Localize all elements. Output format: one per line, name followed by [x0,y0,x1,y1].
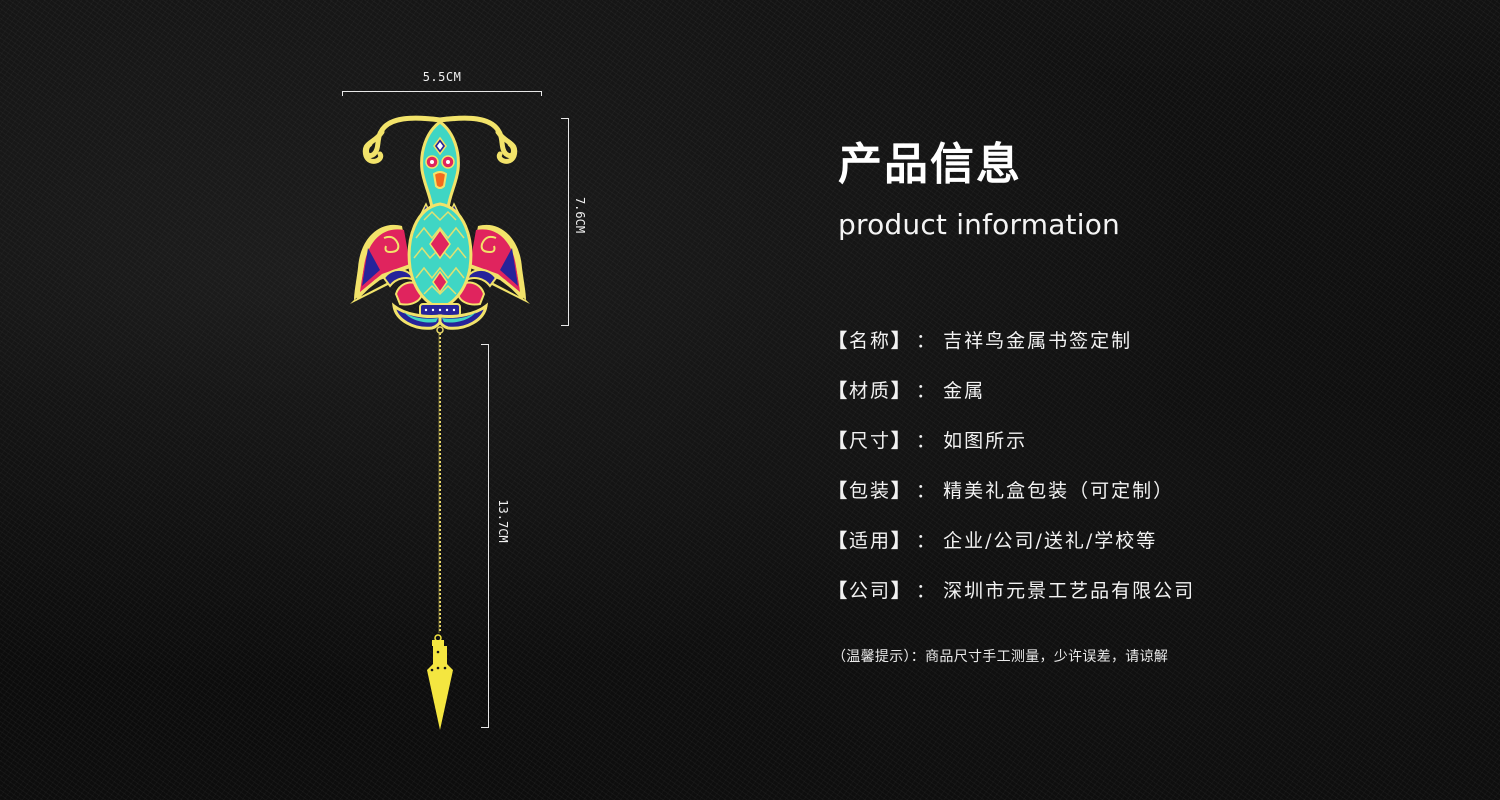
measurement-note: （温馨提示）：商品尺寸手工测量，少许误差，请谅解 [832,649,1169,665]
open-bracket: 【 [828,429,850,452]
close-bracket: 】 [891,579,913,602]
pendant-height-dimension-line [561,118,569,326]
chain-length-dimension-line [481,344,489,728]
info-separator: ： [916,579,938,602]
info-key: 名称 [849,329,892,352]
info-separator: ： [916,429,938,452]
info-value: 深圳市元景工艺品有限公司 [943,579,1196,602]
width-dimension-line [342,91,542,96]
pendant-height-dimension-label: 7.6CM [573,196,587,234]
open-bracket: 【 [828,579,850,602]
product-info-list: 【名称】：吉祥鸟金属书签定制 【材质】：金属 【尺寸】：如图所示 【包装】：精美… [828,314,1195,614]
info-value: 吉祥鸟金属书签定制 [943,329,1133,352]
page-title: 产品信息 [838,139,1022,190]
info-separator: ： [916,379,938,402]
open-bracket: 【 [828,479,850,502]
close-bracket: 】 [891,529,913,552]
close-bracket: 】 [891,429,913,452]
info-row-company: 【公司】：深圳市元景工艺品有限公司 [828,564,1195,614]
info-key: 公司 [849,579,892,602]
info-value: 金属 [943,379,986,402]
info-key: 尺寸 [849,429,892,452]
page-subtitle: product information [838,208,1120,241]
info-row-material: 【材质】：金属 [828,364,1195,414]
info-key: 材质 [849,379,892,402]
info-separator: ： [916,479,938,502]
info-separator: ： [916,329,938,352]
info-value: 企业/公司/送礼/学校等 [943,529,1158,552]
info-separator: ： [916,529,938,552]
open-bracket: 【 [828,329,850,352]
info-row-usage: 【适用】：企业/公司/送礼/学校等 [828,514,1195,564]
close-bracket: 】 [891,379,913,402]
info-row-size: 【尺寸】：如图所示 [828,414,1195,464]
info-key: 适用 [849,529,892,552]
close-bracket: 】 [891,329,913,352]
close-bracket: 】 [891,479,913,502]
open-bracket: 【 [828,379,850,402]
info-key: 包装 [849,479,892,502]
product-image-area: 5.5CM 7.6CM 13.7CM [0,0,700,800]
width-dimension-label: 5.5CM [422,70,462,84]
info-row-packaging: 【包装】：精美礼盒包装（可定制） [828,464,1195,514]
info-value: 精美礼盒包装（可定制） [943,479,1175,502]
bird-bookmark-icon [350,115,530,730]
info-row-name: 【名称】：吉祥鸟金属书签定制 [828,314,1195,364]
open-bracket: 【 [828,529,850,552]
info-value: 如图所示 [943,429,1028,452]
